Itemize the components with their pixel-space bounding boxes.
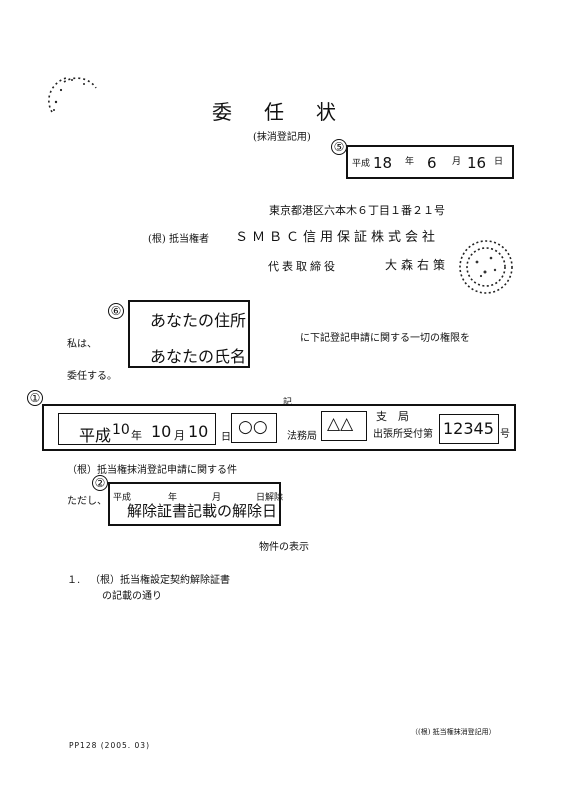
record-date-box bbox=[58, 413, 216, 445]
date-month-unit: 月 bbox=[452, 157, 462, 167]
seal-stamp-right bbox=[459, 240, 513, 294]
reason-year-unit: 年 bbox=[168, 493, 178, 503]
date-box bbox=[346, 145, 514, 179]
record-year-unit: 年 bbox=[131, 429, 142, 442]
property-heading: 物件の表示 bbox=[259, 542, 309, 553]
delegate-text: 委任する。 bbox=[67, 371, 117, 382]
record-day: 10 bbox=[188, 422, 209, 441]
agent-box bbox=[128, 300, 250, 368]
record-box bbox=[42, 404, 516, 451]
item-number: １. bbox=[67, 575, 81, 586]
record-year: 10 bbox=[112, 422, 130, 438]
reason-prefix: ただし、 bbox=[67, 496, 107, 507]
agent-prefix: 私は、 bbox=[67, 339, 97, 350]
record-branch-top: 支 局 bbox=[376, 410, 409, 423]
marker-5: ⑤ bbox=[331, 139, 347, 155]
item-line-1: （根）抵当権設定契約解除証書 bbox=[90, 575, 230, 586]
record-era: 平成 bbox=[79, 426, 112, 445]
record-bureau: ○○ bbox=[238, 417, 268, 437]
reason-content: 解除証書記載の解除日 bbox=[127, 502, 278, 520]
date-year-unit: 年 bbox=[405, 157, 415, 167]
application-line: （根）抵当権抹消登記申請に関する件 bbox=[67, 465, 237, 476]
grantor-rep-name: 大森右策 bbox=[385, 258, 450, 272]
record-bureau-suffix: 法務局 bbox=[287, 431, 317, 442]
footer-right-note: （(根) 抵当権抹消登記用） bbox=[411, 728, 496, 736]
grantor-address: 東京都港区六本木６丁目１番２１号 bbox=[269, 204, 445, 217]
agent-address: あなたの住所 bbox=[150, 311, 247, 330]
date-year: 18 bbox=[373, 154, 393, 172]
reason-era: 平成 bbox=[113, 493, 132, 503]
date-era: 平成 bbox=[352, 159, 371, 169]
record-bureau-box bbox=[231, 413, 277, 443]
reason-box bbox=[108, 482, 281, 526]
record-branch: △△ bbox=[327, 414, 354, 434]
record-month: 10 bbox=[151, 422, 172, 441]
date-day: 16 bbox=[467, 154, 487, 172]
document-subtitle: (抹消登記用) bbox=[253, 132, 311, 143]
marker-1: ① bbox=[27, 390, 43, 406]
grantor-role: (根) 抵当権者 bbox=[148, 234, 209, 245]
record-number: 12345 bbox=[443, 419, 494, 438]
record-number-suffix: 号 bbox=[500, 429, 510, 440]
record-number-box bbox=[439, 414, 499, 444]
footer-code: PP128 (2005. 03) bbox=[69, 741, 150, 750]
record-branch-box bbox=[321, 411, 367, 441]
marker-2: ② bbox=[92, 475, 108, 491]
agent-name: あなたの氏名 bbox=[150, 347, 247, 366]
grantor-company: ＳＭＢＣ信用保証株式会社 bbox=[235, 230, 440, 245]
document-title: 委任状 bbox=[212, 100, 368, 124]
date-month: 6 bbox=[427, 154, 437, 172]
marker-6: ⑥ bbox=[108, 303, 124, 319]
record-branch-bottom: 出張所受付第 bbox=[373, 429, 433, 440]
reason-month-unit: 月 bbox=[212, 493, 222, 503]
reason-day-unit: 日解除 bbox=[256, 493, 284, 503]
record-day-unit: 日 bbox=[221, 432, 231, 443]
delegation-text: に下記登記申請に関する一切の権限を bbox=[300, 333, 470, 344]
item-line-2: の記載の通り bbox=[102, 591, 162, 602]
record-heading: 記 bbox=[283, 398, 293, 408]
grantor-rep-title: 代表取締役 bbox=[268, 260, 338, 273]
date-day-unit: 日 bbox=[494, 157, 504, 167]
seal-stamp-left bbox=[48, 77, 97, 113]
record-month-unit: 月 bbox=[174, 429, 185, 442]
